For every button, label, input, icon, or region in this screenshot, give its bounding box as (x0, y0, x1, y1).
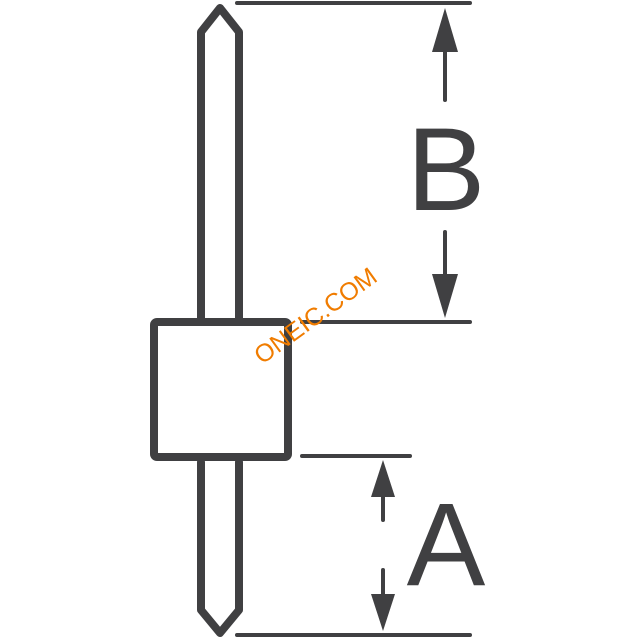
pin-upper (197, 4, 243, 322)
a-arrow-up-icon (371, 460, 395, 497)
dimension-label-b: B (407, 104, 486, 236)
pin-lower (197, 458, 243, 637)
pin-body (150, 318, 292, 461)
b-arrow-down-icon (432, 274, 458, 318)
dimension-label-a: A (407, 479, 486, 611)
watermark: ONEIC.COM (249, 262, 382, 370)
a-arrow-down-icon (371, 594, 395, 631)
b-arrow-up-icon (432, 8, 458, 52)
